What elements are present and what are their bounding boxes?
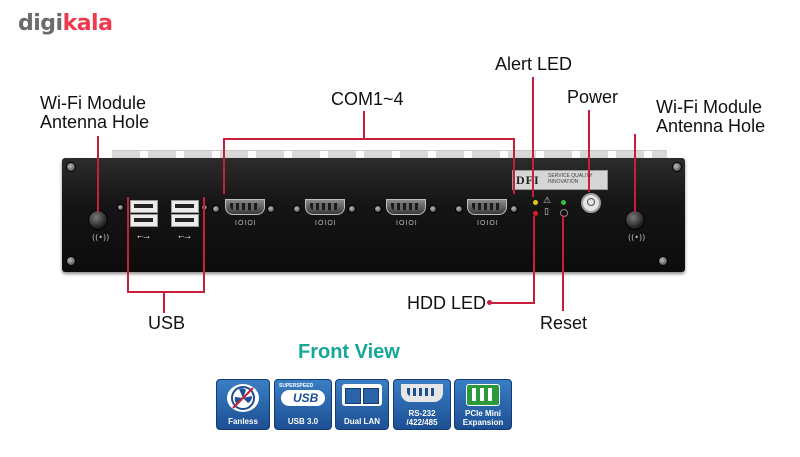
- hdd-led-label: HDD LED: [407, 293, 487, 313]
- hdd-led: [533, 211, 538, 216]
- usb-port: [130, 200, 158, 213]
- callout-line-power: [588, 110, 590, 192]
- callout-line-hdd-led-vertical: [533, 216, 535, 304]
- feature-label-fanless: Fanless: [228, 417, 258, 426]
- com3-port-label: IOIOI: [396, 220, 418, 227]
- feature-label-usb3: USB 3.0: [287, 417, 319, 426]
- usb-symbol-icon: ⭠⭢: [137, 232, 150, 241]
- chassis-top-edge: [112, 150, 667, 160]
- usb-superspeed-icon: USB: [281, 390, 325, 406]
- usb-superspeed-caption: SUPERSPEED: [279, 383, 314, 389]
- feature-badge-usb3: SUPERSPEED USB USB 3.0: [274, 379, 332, 430]
- alert-led-label: Alert LED: [495, 54, 573, 74]
- callout-line-usb-stem: [163, 291, 165, 313]
- com2-port-label: IOIOI: [315, 220, 337, 227]
- wifi-left-label: Wi-Fi Module Antenna Hole: [40, 93, 150, 132]
- usb-label: USB: [148, 313, 186, 333]
- com-screw: [267, 205, 275, 213]
- callout-line-hdd-led-horizontal: [490, 302, 535, 304]
- feature-badge-pcie: PCIe Mini Expansion: [454, 379, 512, 430]
- fan-icon: [227, 384, 259, 412]
- com1-port-label: IOIOI: [235, 220, 257, 227]
- callout-line-wifi-left: [97, 136, 99, 212]
- com4-port: [467, 199, 507, 215]
- power-button: [581, 193, 601, 213]
- reset-button-hole: [560, 209, 568, 217]
- lan-port-icon: [342, 384, 382, 406]
- callout-line-com-stem: [363, 111, 365, 139]
- feature-badge-rs232: RS-232 /422/485: [393, 379, 451, 430]
- com-screw: [429, 205, 437, 213]
- callout-dot-hdd-led: [487, 300, 492, 305]
- logo-part-kala: kala: [62, 11, 113, 36]
- antenna-symbol-icon: ((•)): [92, 233, 110, 242]
- callout-line-reset: [562, 215, 564, 311]
- callout-line-usb-right: [203, 197, 205, 293]
- expansion-slot-icon: [466, 384, 500, 406]
- com-screw: [510, 205, 518, 213]
- power-label: Power: [567, 87, 619, 107]
- wifi-antenna-hole-right: [625, 210, 645, 230]
- callout-line-com-bar: [223, 138, 515, 140]
- com-screw: [374, 205, 382, 213]
- com4-port-label: IOIOI: [477, 220, 499, 227]
- dfi-logo: DFI: [516, 173, 540, 187]
- usb-screw: [117, 204, 124, 211]
- callout-line-usb-left: [127, 197, 129, 293]
- logo-part-digi: digi: [18, 11, 63, 36]
- feature-label-rs232: RS-232 /422/485: [406, 409, 438, 427]
- feature-label-dual-lan: Dual LAN: [344, 417, 380, 426]
- com-screw: [455, 205, 463, 213]
- disk-icon: ▯: [544, 207, 549, 217]
- feature-badge-fanless: Fanless: [216, 379, 270, 430]
- callout-line-alert-led: [532, 77, 534, 197]
- com1-port: [225, 199, 265, 215]
- com-screw: [212, 205, 220, 213]
- feature-badge-dual-lan: Dual LAN: [335, 379, 389, 430]
- reset-label: Reset: [540, 313, 588, 333]
- com-ports-label: COM1~4: [331, 89, 404, 109]
- callout-line-com-right: [513, 138, 515, 194]
- screw-bottom-right: [658, 256, 668, 266]
- feature-label-pcie: PCIe Mini Expansion: [462, 409, 504, 427]
- callout-line-wifi-right: [634, 134, 636, 212]
- digikala-logo: digikala: [18, 11, 113, 36]
- usb-port: [171, 200, 199, 213]
- wifi-right-label: Wi-Fi Module Antenna Hole: [656, 97, 766, 136]
- com-screw: [293, 205, 301, 213]
- usb-symbol-icon: ⭠⭢: [178, 232, 191, 241]
- com-screw: [348, 205, 356, 213]
- antenna-symbol-icon: ((•)): [628, 233, 646, 242]
- com3-port: [386, 199, 426, 215]
- alert-led: [533, 200, 538, 205]
- com2-port: [305, 199, 345, 215]
- wifi-antenna-hole-left: [88, 210, 108, 230]
- power-led: [561, 200, 566, 205]
- callout-line-com-left: [223, 138, 225, 194]
- screw-top-right: [672, 162, 682, 172]
- usb-port: [171, 214, 199, 227]
- warning-icon: ⚠: [543, 196, 552, 206]
- screw-top-left: [66, 162, 76, 172]
- callout-line-usb-bar: [127, 291, 205, 293]
- screw-bottom-left: [66, 256, 76, 266]
- usb-port: [130, 214, 158, 227]
- front-view-title: Front View: [298, 341, 400, 363]
- serial-port-icon: [401, 384, 443, 402]
